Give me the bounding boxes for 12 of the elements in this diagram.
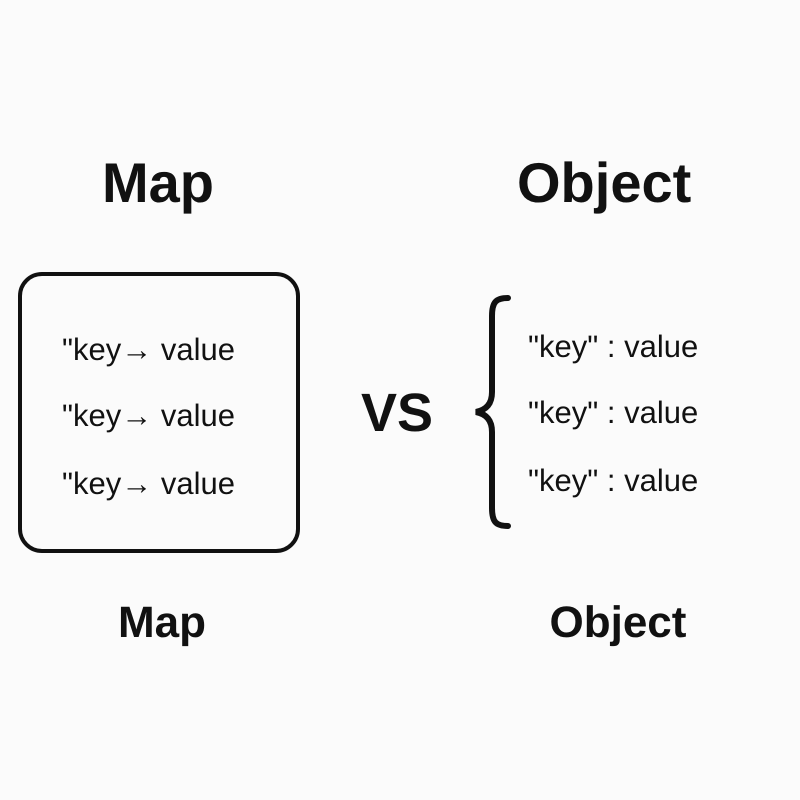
map-box: [18, 272, 300, 553]
caption: Object: [550, 598, 686, 648]
key-value-entry: "key→ value: [62, 332, 235, 368]
heading: Object: [517, 150, 692, 215]
key-value-entry: "key→ value: [62, 398, 235, 434]
vs-text: VS: [361, 382, 434, 444]
key-value-entry: "key" : value: [528, 395, 698, 431]
heading: Map: [102, 150, 214, 215]
caption: Map: [118, 598, 206, 648]
key-value-entry: "key→ value: [62, 466, 235, 502]
key-value-entry: "key" : value: [528, 463, 698, 499]
key-value-entry: "key" : value: [528, 329, 698, 365]
